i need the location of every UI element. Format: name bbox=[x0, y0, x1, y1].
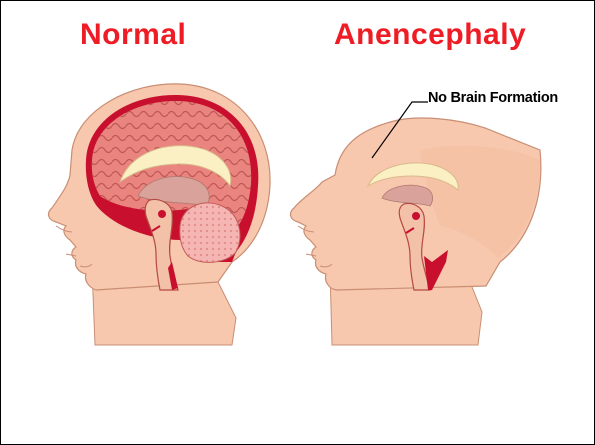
anencephaly-head bbox=[291, 118, 541, 345]
normal-cerebellum bbox=[180, 203, 240, 262]
normal-head bbox=[49, 84, 271, 345]
